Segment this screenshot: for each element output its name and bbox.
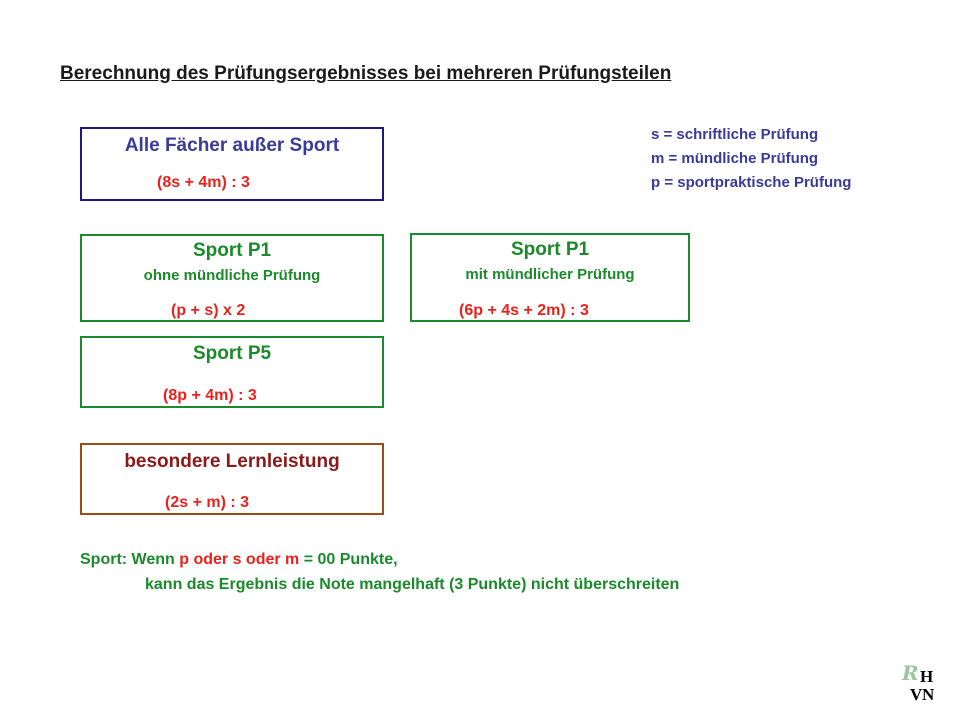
box-formula: (6p + 4s + 2m) : 3 xyxy=(459,302,589,319)
box-special-achievement: besondere Lernleistung (2s + m) : 3 xyxy=(80,443,384,515)
box-formula: (8s + 4m) : 3 xyxy=(157,174,250,191)
note-prefix: Sport: Wenn xyxy=(80,551,180,568)
box-sport-p5: Sport P5 (8p + 4m) : 3 xyxy=(80,336,384,408)
box-sport-p1-no-oral: Sport P1 ohne mündliche Prüfung (p + s) … xyxy=(80,234,384,322)
box-heading: Alle Fächer außer Sport xyxy=(124,135,340,156)
box-heading: besondere Lernleistung xyxy=(124,451,340,472)
legend-item-p: p = sportpraktische Prüfung xyxy=(651,174,852,191)
note-line-1: Sport: Wenn p oder s oder m = 00 Punkte, xyxy=(80,547,679,572)
legend-item-m: m = mündliche Prüfung xyxy=(651,150,819,167)
box-formula: (8p + 4m) : 3 xyxy=(163,387,257,404)
rhvn-logo-icon: R H V N xyxy=(901,662,935,702)
box-heading: Sport P1 xyxy=(510,239,590,260)
logo-letter-v: V xyxy=(910,685,923,702)
note-comma: , xyxy=(393,551,398,568)
box-subheading: ohne mündliche Prüfung xyxy=(143,267,321,284)
box-formula: (p + s) x 2 xyxy=(171,302,246,319)
note-line-2: kann das Ergebnis die Note mangelhaft (3… xyxy=(145,576,680,593)
logo-letter-r: R xyxy=(901,662,919,685)
box-formula: (2s + m) : 3 xyxy=(165,494,250,511)
box-heading: Sport P1 xyxy=(192,240,272,261)
page-title: Berechnung des Prüfungsergebnisses bei m… xyxy=(60,63,672,84)
note-value: = 00 Punkte xyxy=(299,551,394,568)
note-condition: p oder s oder m xyxy=(179,551,300,568)
logo-letter-h: H xyxy=(920,667,933,686)
sport-note: Sport: Wenn p oder s oder m = 00 Punkte,… xyxy=(80,547,679,597)
legend: s = schriftliche Prüfung m = mündliche P… xyxy=(651,123,851,195)
box-heading: Sport P5 xyxy=(192,343,272,364)
legend-item-s: s = schriftliche Prüfung xyxy=(651,126,819,143)
box-subheading: mit mündlicher Prüfung xyxy=(465,266,635,283)
logo-letter-n: N xyxy=(922,685,935,702)
box-sport-p1-oral: Sport P1 mit mündlicher Prüfung (6p + 4s… xyxy=(410,233,690,322)
box-all-subjects: Alle Fächer außer Sport (8s + 4m) : 3 xyxy=(80,127,384,201)
